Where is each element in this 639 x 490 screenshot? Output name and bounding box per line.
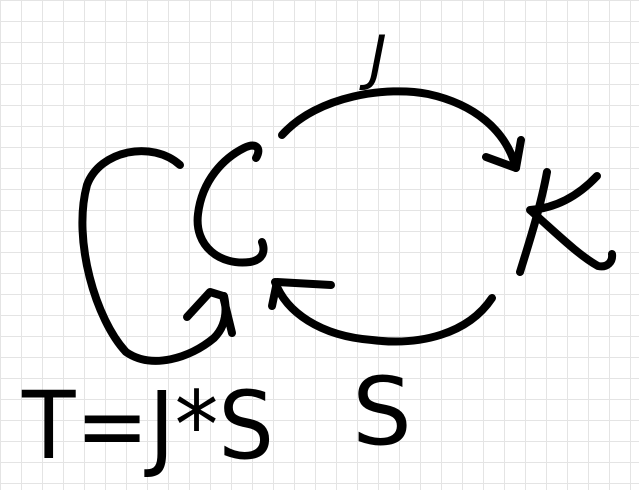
self-loop-on-c	[78, 147, 230, 365]
arrow-bottom-head-icon	[268, 278, 335, 310]
node-k-stem	[516, 168, 551, 276]
arrow-top-head-icon	[482, 136, 525, 172]
self-loop-head-icon	[183, 288, 236, 337]
arrow-bottom-label: S	[352, 358, 412, 467]
node-k-arms	[526, 172, 617, 271]
arrow-bottom-k-to-c	[271, 278, 496, 346]
arrow-top-label: J	[359, 23, 387, 93]
formula-label: T=J*S	[21, 372, 274, 481]
node-c-shape	[193, 141, 268, 267]
arrow-top-c-to-k	[278, 87, 520, 172]
